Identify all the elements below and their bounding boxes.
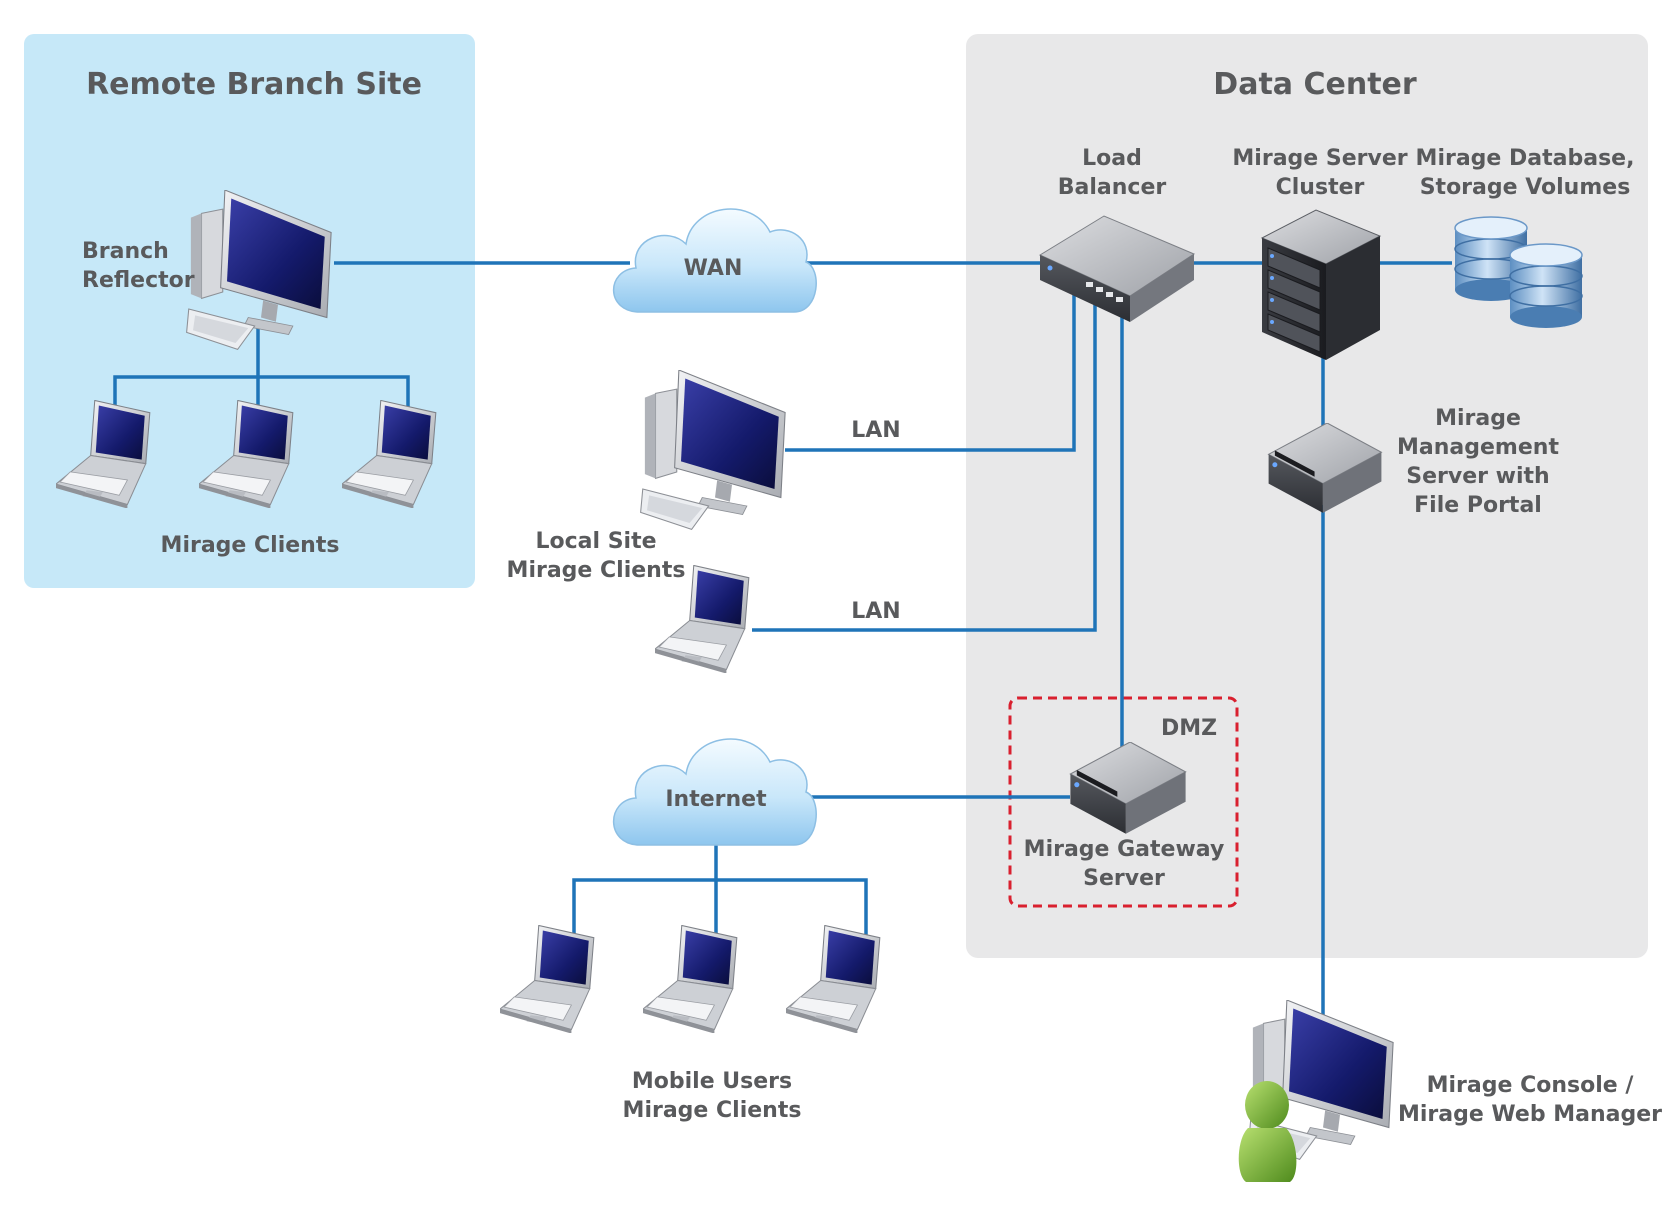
- management-server-label-line4: File Portal: [1414, 493, 1542, 518]
- data-center-title: Data Center: [1213, 67, 1417, 102]
- mobile-clients-label-line2: Mirage Clients: [623, 1098, 802, 1123]
- management-server-label-line1: Mirage: [1435, 406, 1521, 431]
- wan-label: WAN: [684, 256, 743, 281]
- load-balancer-icon: [1038, 215, 1196, 322]
- link-lan-desktop: [785, 290, 1076, 452]
- link-branch-tree-bar: [113, 375, 410, 410]
- console-label-line1: Mirage Console /: [1427, 1073, 1635, 1098]
- remote-branch-title: Remote Branch Site: [86, 67, 422, 102]
- gateway-server-label-line1: Mirage Gateway: [1024, 837, 1225, 862]
- local-clients-label-line1: Local Site: [535, 529, 656, 554]
- load-balancer-label-line1: Load: [1082, 146, 1142, 171]
- database-icon: [1454, 216, 1583, 328]
- console-label-line2: Mirage Web Manager: [1398, 1102, 1662, 1127]
- mobile-clients-label-line1: Mobile Users: [632, 1069, 792, 1094]
- wan-cloud-icon: [612, 208, 817, 313]
- dmz-title: DMZ: [1161, 716, 1217, 741]
- server-cluster-label-line2: Cluster: [1276, 175, 1365, 200]
- database-label-line2: Storage Volumes: [1420, 175, 1631, 200]
- internet-label: Internet: [665, 787, 767, 812]
- local-desktop-icon: [640, 370, 786, 530]
- lan-desktop-label: LAN: [851, 418, 900, 443]
- gateway-server-label-line2: Server: [1083, 866, 1165, 891]
- load-balancer-label-line2: Balancer: [1058, 175, 1167, 200]
- mobile-client-laptop-icon: [500, 925, 595, 1033]
- mobile-client-laptop-icon: [786, 925, 881, 1033]
- local-clients-label-line2: Mirage Clients: [507, 558, 686, 583]
- user-icon: [1238, 1081, 1297, 1182]
- management-server-label-line3: Server with: [1406, 464, 1549, 489]
- link-internet-tree-bar: [572, 878, 868, 935]
- server-cluster-label-line1: Mirage Server: [1232, 146, 1407, 171]
- lan-laptop-label: LAN: [851, 599, 900, 624]
- link-lan-laptop: [752, 296, 1097, 632]
- database-label-line1: Mirage Database,: [1416, 146, 1635, 171]
- internet-cloud-icon: [612, 738, 817, 846]
- branch-reflector-label-line1: Branch: [82, 239, 169, 264]
- branch-reflector-label-line2: Reflector: [82, 268, 195, 293]
- management-server-label-line2: Management: [1397, 435, 1559, 460]
- branch-clients-label: Mirage Clients: [161, 533, 340, 558]
- mobile-client-laptop-icon: [643, 925, 738, 1033]
- server-cluster-icon: [1260, 209, 1382, 360]
